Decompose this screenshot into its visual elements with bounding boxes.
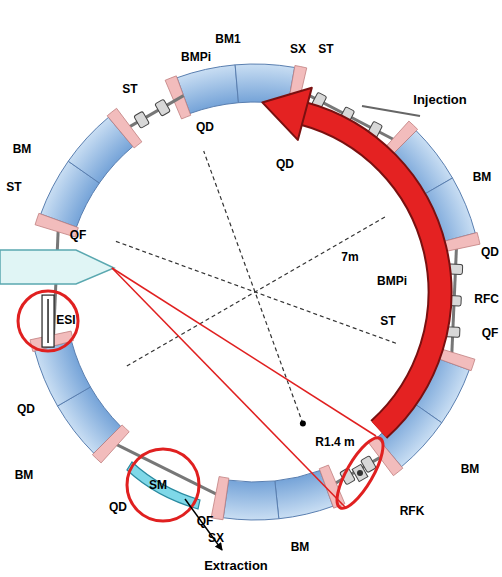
kicker-element — [352, 464, 368, 481]
steerer-label: ST — [122, 83, 137, 97]
quadrupole-element — [155, 99, 171, 116]
steerer-label: ST — [380, 315, 395, 329]
quadrupole-label: QD — [276, 158, 294, 172]
dimension-label: R1.4 m — [315, 436, 354, 450]
quadrupole-label: QF — [197, 515, 214, 529]
kicker-label: RFK — [400, 505, 425, 519]
beam-arrow — [303, 113, 440, 429]
callout-line — [112, 268, 346, 508]
magnet-coil — [368, 436, 403, 476]
septum-label: ESI — [56, 314, 75, 328]
magnet-label: BM — [15, 469, 34, 483]
quadrupole-label: QD — [481, 246, 499, 260]
injection-label: Injection — [413, 93, 466, 108]
sextupole-label: SX — [290, 43, 306, 57]
quadrupole-label: QF — [482, 327, 499, 341]
injection-line — [362, 106, 420, 116]
magnet-coil — [211, 477, 229, 520]
dashed-diameter — [114, 241, 396, 344]
quadrupole-label: QD — [196, 121, 214, 135]
dashed-diameter — [204, 151, 303, 424]
beam-arrow-outline — [303, 113, 440, 429]
kicker-dot — [357, 470, 363, 476]
sextupole-label: SX — [208, 532, 224, 546]
quadrupole-label: QD — [109, 501, 127, 515]
beam-arrow-head — [262, 88, 311, 140]
callout-balloon — [0, 250, 114, 284]
quadrupole-element — [134, 111, 150, 128]
magnet-label: BM — [13, 143, 32, 157]
magnet-coil — [107, 108, 142, 148]
highlight-circle — [18, 291, 78, 351]
center-dot — [300, 421, 306, 427]
magnet-label: BMPi — [377, 275, 407, 289]
magnet-coil — [92, 425, 129, 463]
cavity-label: RFC — [474, 293, 499, 307]
steerer-label: ST — [6, 181, 21, 195]
septum-wire — [47, 299, 49, 343]
dimension-label: 7m — [341, 251, 358, 265]
magnet-label: BMPi — [181, 51, 211, 65]
quadrupole-label: QF — [70, 229, 87, 243]
electrostatic-septum — [42, 295, 54, 347]
quadrupole-label: QD — [17, 403, 35, 417]
bending-magnet — [223, 480, 279, 520]
magnet-label: BM — [461, 463, 480, 477]
septum-label: SM — [149, 479, 167, 493]
callout-line — [112, 268, 376, 436]
magnet-label: BM — [473, 171, 492, 185]
septum-magnet — [127, 462, 200, 509]
magnet-label: BM — [291, 541, 310, 555]
magnet-label: BM1 — [215, 33, 240, 47]
steerer-label: ST — [318, 43, 333, 57]
highlight-circle — [127, 449, 199, 521]
extraction-label: Extraction — [204, 559, 268, 574]
